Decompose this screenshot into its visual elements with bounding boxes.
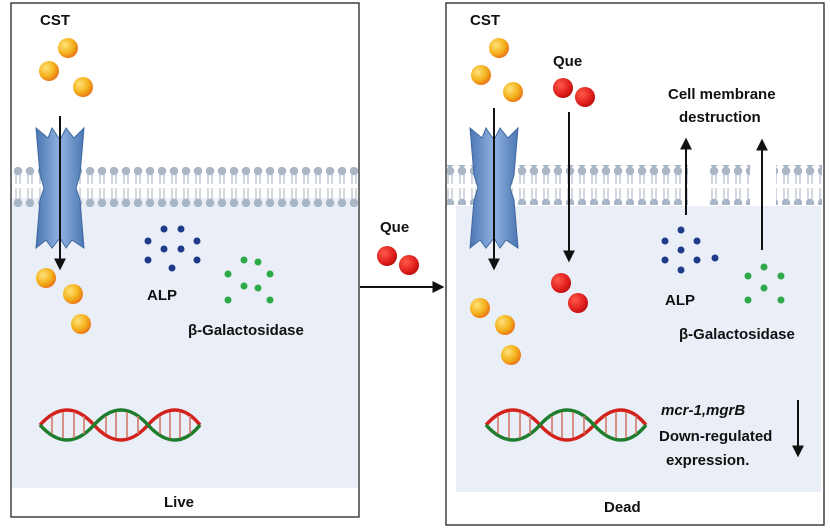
membrane-note-line2: destruction — [679, 109, 761, 126]
right-membrane-segment — [708, 165, 750, 205]
treatment-step: Que — [360, 219, 445, 293]
cst-molecule — [36, 268, 56, 288]
gene-names-label: mcr-1,mgrB — [661, 402, 745, 419]
right-membrane-segment — [776, 165, 822, 205]
expression-line2: expression. — [666, 452, 749, 469]
left-alp-dots — [144, 225, 201, 272]
treatment-label: Que — [380, 219, 409, 236]
left-dna-icon — [38, 408, 202, 442]
left-galactosidase-dots — [224, 256, 274, 304]
right-que-label: Que — [553, 53, 582, 70]
cst-molecule — [471, 65, 491, 85]
left-cst-label: CST — [40, 12, 70, 29]
cst-molecule — [501, 345, 521, 365]
expression-line1: Down-regulated — [659, 428, 772, 445]
membrane-note-line1: Cell membrane — [668, 86, 776, 103]
left-alp-label: ALP — [147, 287, 177, 304]
cst-molecule — [503, 82, 523, 102]
right-panel: CST Que Cell membrane destruction ALP — [445, 2, 825, 526]
right-cst-label: CST — [470, 12, 500, 29]
cst-molecule — [470, 298, 490, 318]
right-galactosidase-label: β-Galactosidase — [679, 326, 795, 343]
cst-molecule — [71, 314, 91, 334]
cst-molecule — [63, 284, 83, 304]
cst-molecule — [73, 77, 93, 97]
left-panel: CST ALP β-Galactosidase — [10, 2, 360, 518]
right-galactosidase-dots — [744, 263, 785, 304]
que-molecule — [551, 273, 571, 293]
left-galactosidase-label: β-Galactosidase — [188, 322, 304, 339]
right-alp-dots — [661, 226, 719, 274]
que-molecule — [399, 255, 419, 275]
que-molecule — [377, 246, 397, 266]
cst-molecule — [58, 38, 78, 58]
que-molecule — [553, 78, 573, 98]
que-molecule — [575, 87, 595, 107]
cst-molecule — [495, 315, 515, 335]
cst-molecule — [489, 38, 509, 58]
cst-molecule — [39, 61, 59, 81]
que-molecule — [568, 293, 588, 313]
right-dna-icon — [484, 408, 648, 442]
right-alp-label: ALP — [665, 292, 695, 309]
left-state-label: Live — [164, 494, 194, 511]
right-state-label: Dead — [604, 499, 641, 516]
